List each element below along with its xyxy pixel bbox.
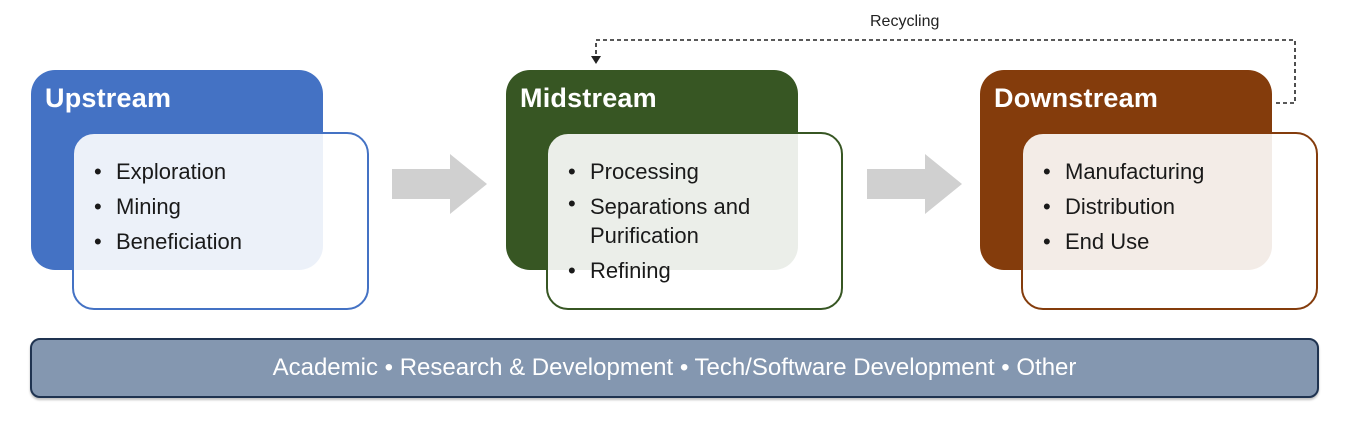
flow-arrow-upstream-midstream <box>392 154 487 214</box>
upstream-content: Exploration Mining Beneficiation <box>72 132 369 310</box>
list-item: Refining <box>568 253 841 288</box>
upstream-list: Exploration Mining Beneficiation <box>74 134 367 259</box>
downstream-title: Downstream <box>994 83 1159 113</box>
list-item: Mining <box>94 189 367 224</box>
sectors-bar: Academic • Research & Development • Tech… <box>30 338 1319 398</box>
sectors-text: Academic • Research & Development • Tech… <box>272 354 1077 381</box>
midstream-content: Processing Separations and Purification … <box>546 132 843 310</box>
recycling-label: Recycling <box>870 13 940 30</box>
list-item: End Use <box>1043 224 1316 259</box>
list-item: Separations and Purification <box>568 189 805 253</box>
downstream-content: Manufacturing Distribution End Use <box>1021 132 1318 310</box>
list-item: Exploration <box>94 154 367 189</box>
midstream-list: Processing Separations and Purification … <box>548 134 841 288</box>
list-item: Manufacturing <box>1043 154 1316 189</box>
list-item: Distribution <box>1043 189 1316 224</box>
upstream-title: Upstream <box>45 83 172 113</box>
midstream-title: Midstream <box>520 83 657 113</box>
flow-arrow-midstream-downstream <box>867 154 962 214</box>
list-item: Beneficiation <box>94 224 367 259</box>
list-item: Processing <box>568 154 841 189</box>
downstream-list: Manufacturing Distribution End Use <box>1023 134 1316 259</box>
